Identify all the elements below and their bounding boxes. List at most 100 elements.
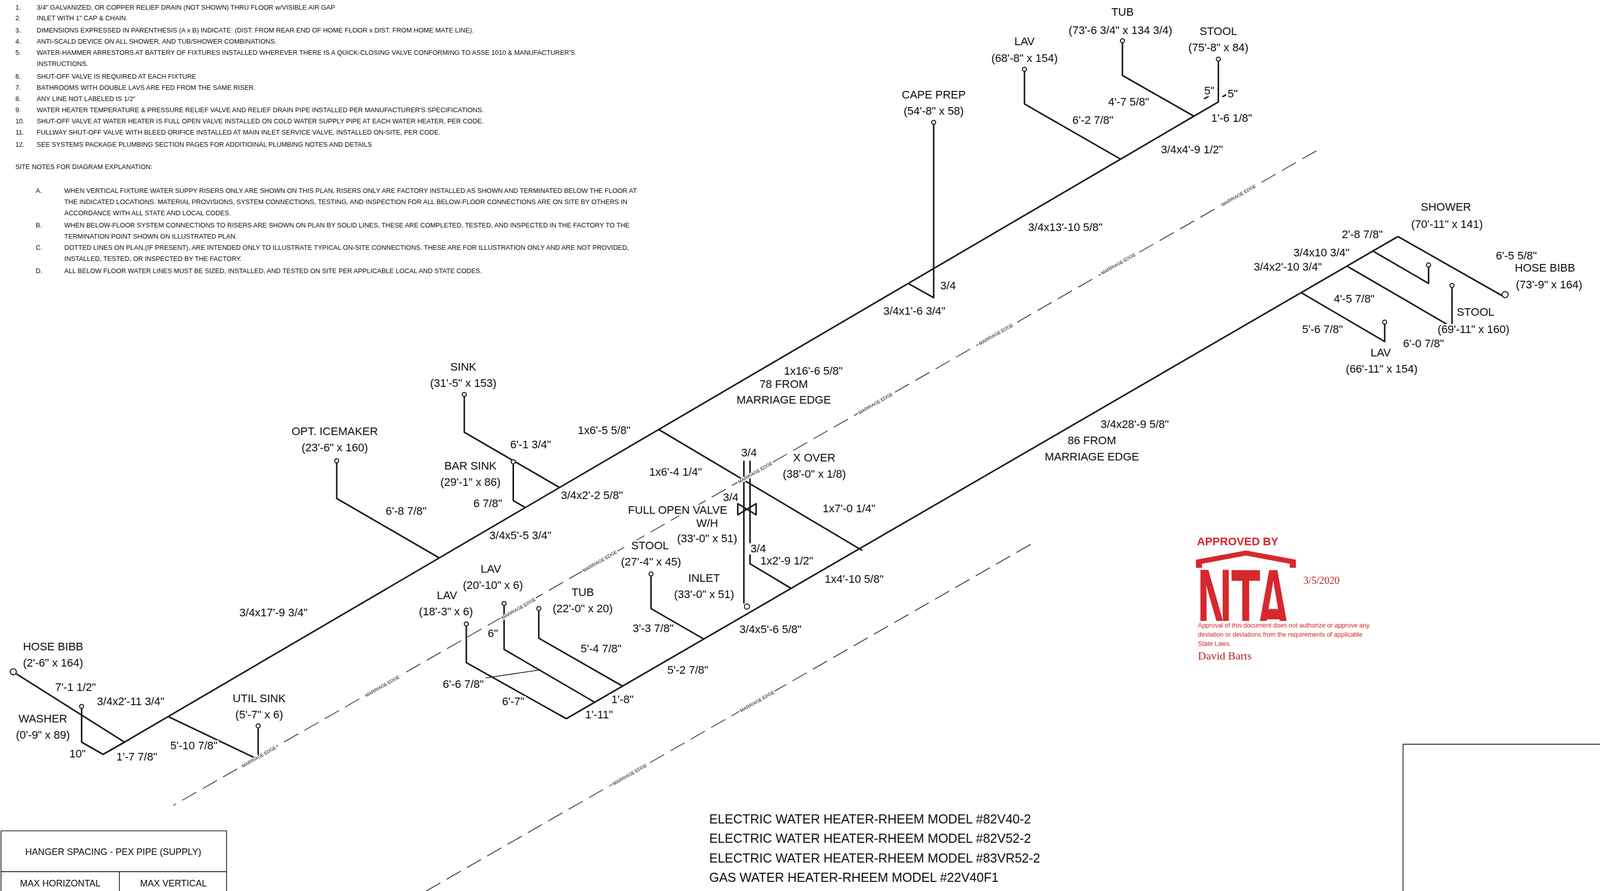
pipe-dimension: 6 7/8" — [471, 498, 504, 510]
pipe-dimension: 6'-1 3/4" — [508, 439, 553, 451]
pipe-dimension: 1'-7 7/8" — [114, 751, 159, 763]
fixture-name: LAV — [1368, 347, 1393, 359]
fixture-name: WASHER — [17, 713, 70, 725]
sink-branch — [464, 396, 560, 488]
pipe-dimension: 6'-8 7/8" — [384, 505, 429, 518]
lower-main-pipe — [566, 236, 1398, 720]
fixture-name: TUB — [569, 587, 596, 599]
fixture-name: HOSE BIBB — [1513, 262, 1577, 274]
fixture-name: SINK — [448, 361, 478, 373]
note-text: INLET WITH 1" CAP & CHAIN. — [35, 12, 129, 24]
washer-branch — [81, 709, 125, 755]
water-heater-model: GAS WATER HEATER-RHEEM MODEL #22V40F1 — [708, 871, 1000, 884]
fixture-name: CAPE PREP — [900, 89, 968, 101]
pipe-dimension: 3'-3 7/8" — [630, 623, 676, 635]
note-number: 11. — [14, 126, 25, 139]
note-number: 5. — [14, 47, 22, 59]
water-heater-risers — [744, 461, 791, 604]
approval-date: 3/5/2020 — [1302, 575, 1341, 586]
pipe-dimension: 4'-5 7/8" — [1332, 293, 1377, 305]
pipe-dimension: 5'-2 7/8" — [665, 664, 711, 677]
fixture-location: (75'-8" x 84) — [1187, 42, 1251, 54]
fixture-location: (31'-5" x 153) — [428, 377, 499, 390]
pipe-dimension: 5" — [1202, 85, 1216, 97]
marriage-edge-label: MARRIAGE EDGE — [1220, 183, 1258, 208]
note-number: A. — [34, 185, 43, 197]
pipe-dimension: 3/4x2'-10 3/4" — [1252, 261, 1324, 273]
fixture-location: (2'-6" x 164) — [21, 657, 85, 669]
table-grid — [1, 831, 227, 891]
marriage-edge-label: MARRIAGE EDGE — [363, 674, 402, 699]
fixture-name: TUB — [1109, 6, 1136, 18]
riser-cap — [79, 705, 84, 710]
fixture-location: (27'-4" x 45) — [619, 556, 683, 568]
note-text: SEE SYSTEMS PACKAGE PLUMBING SECTION PAG… — [35, 139, 373, 151]
riser-cap — [464, 622, 469, 627]
fixture-location: (22'-0" x 20) — [551, 603, 615, 615]
marriage-edge-label: MARRIAGE EDGE — [240, 745, 278, 770]
main-pipe — [124, 60, 1219, 743]
riser-cap — [1216, 56, 1221, 61]
note-text: 3/4" GALVANIZED, OR COPPER RELIEF DRAIN … — [35, 2, 336, 14]
note-text: WHEN VERTICAL FIXTURE WATER SUPPY RISERS… — [63, 185, 653, 219]
pipe-dimension: 6'-0 7/8" — [1401, 338, 1446, 350]
pipe-dimension: 1x6'-4 1/4" — [647, 466, 704, 478]
leader-line — [485, 669, 541, 679]
fixture-name: LAV — [435, 590, 459, 602]
pipe-dimension: 3/4x13'-10 5/8" — [1026, 221, 1105, 234]
riser-cap — [501, 601, 506, 606]
hanger-table — [1, 744, 1600, 891]
note-number: 10. — [14, 115, 26, 127]
riser-cap — [1022, 67, 1027, 72]
note-number: C. — [34, 242, 44, 254]
pipe-dimension: 3/4x2'-2 5/8" — [559, 490, 625, 502]
fixture-name: STOOL — [1455, 306, 1496, 318]
fixture-name: STOOL — [629, 540, 671, 552]
fixture-name: FULL OPEN VALVE — [626, 504, 729, 517]
icemaker-branch — [336, 463, 439, 559]
note-text: ALL BELOW FLOOR WATER LINES MUST BE SIZE… — [63, 265, 484, 277]
table-cell: MAX HORIZONTAL — [18, 879, 102, 889]
pipe-dimension: 4'-7 5/8" — [1106, 96, 1151, 108]
fixture-name: OPT. ICEMAKER — [290, 426, 380, 438]
pipe-dimension: 1'-11" — [583, 709, 615, 721]
riser-cap — [462, 392, 467, 397]
fixture-name: LAV — [478, 563, 503, 575]
pipe-dimension: 6'-6 7/8" — [441, 679, 486, 691]
pipe-dimension: 7'-1 1/2" — [53, 682, 98, 694]
note-number: 8. — [14, 93, 22, 105]
util-sink-branch — [168, 717, 259, 760]
pipe-dimension: 1x2'-9 1/2" — [758, 555, 815, 567]
hose-bibb-symbol — [1501, 291, 1509, 298]
pipe-dimension: 1'-8" — [610, 694, 636, 706]
fixture-name: W/H — [694, 518, 720, 530]
riser-cap — [1450, 283, 1455, 288]
approval-heading: APPROVED BY — [1196, 536, 1280, 548]
fixture-location: (0'-9" x 89) — [14, 729, 72, 742]
fixture-name: STOOL — [1198, 25, 1239, 38]
inlet-cap — [744, 604, 750, 610]
pipe-dimension: 6" — [486, 628, 500, 640]
fixture-name: X OVER — [791, 452, 838, 464]
fixture-location: (29'-1" x 86) — [438, 476, 502, 489]
water-heater-model: ELECTRIC WATER HEATER-RHEEM MODEL #83VR5… — [708, 851, 1042, 865]
lav-branch — [1024, 71, 1121, 160]
marriage-edge-label: MARRIAGE EDGE — [611, 762, 649, 788]
riser-cap — [1382, 320, 1387, 325]
water-heater-model: ELECTRIC WATER HEATER-RHEEM MODEL #82V52… — [708, 832, 1032, 846]
riser-cap — [1426, 263, 1431, 268]
pipe-dimension: 1x4'-10 5/8" — [823, 573, 886, 586]
fixture-location: (23'-6" x 160) — [300, 442, 370, 454]
fixture-location: (18'-3" x 6) — [417, 606, 475, 618]
approval-signature: David Barts — [1197, 650, 1254, 662]
riser-cap — [649, 571, 654, 576]
lav-branch — [466, 626, 567, 720]
note-number: 7. — [14, 82, 22, 94]
note-number: 9. — [14, 104, 22, 116]
riser-cap — [334, 459, 339, 464]
pipe-dimension: 3/4x2'-11 3/4" — [95, 696, 167, 708]
pipe-dimension: 3/4x10 3/4" — [1291, 247, 1352, 259]
marriage-edge-label: MARRIAGE EDGE — [977, 322, 1015, 347]
pipe-dimension: 5" — [1226, 88, 1240, 100]
